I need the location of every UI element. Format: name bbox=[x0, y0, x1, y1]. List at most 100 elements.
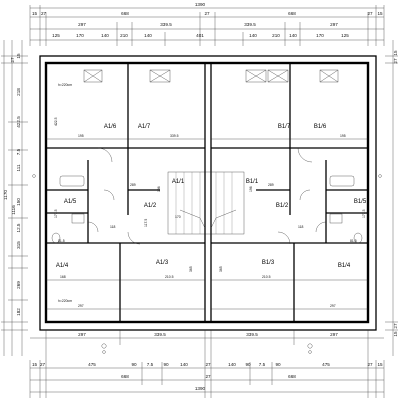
dim-b2-15-b: 15 bbox=[377, 362, 383, 367]
dim-top3-210-b: 210 bbox=[272, 33, 280, 38]
dim-top-15-left: 15 bbox=[32, 11, 38, 16]
dim-inner-1715-b: 171.5 bbox=[362, 209, 366, 218]
dim-left-218: 218 bbox=[16, 88, 21, 96]
dim-inner-118-a: 118 bbox=[110, 225, 116, 229]
dim-top3-210-a: 210 bbox=[120, 33, 128, 38]
dim-b2-140-b: 140 bbox=[228, 362, 236, 367]
room-b15: B1/5 bbox=[354, 199, 367, 205]
dim-left-27: 27 bbox=[10, 57, 15, 63]
dim-inner-365-b: 365 bbox=[219, 266, 223, 272]
dim-inner-195-b: 195 bbox=[340, 134, 346, 138]
left-dimension-lines: 1170 1116 15 27 218 422.5 7.5 111 150 12… bbox=[1, 40, 28, 356]
dim-bottom-3395-a: 339.5 bbox=[154, 332, 166, 337]
room-a11: A1/1 bbox=[172, 179, 185, 185]
dim-b2-90-a: 90 bbox=[131, 362, 137, 367]
dim-inner-1715-a: 171.5 bbox=[54, 209, 58, 218]
dim-inner-297-a: 297 bbox=[78, 304, 84, 308]
dim-b3-27: 27 bbox=[205, 374, 211, 379]
dim-b3-668-a: 668 bbox=[121, 374, 129, 379]
dim-bottom-297-a: 297 bbox=[78, 332, 86, 337]
dim-top-668-right: 668 bbox=[288, 11, 296, 16]
dim-left-269: 269 bbox=[16, 281, 21, 289]
dim-top3-170-b: 170 bbox=[316, 33, 324, 38]
dim-inner-289-a: 289 bbox=[130, 183, 136, 187]
height-note-bottom: h=220cm bbox=[58, 299, 72, 303]
dim-left-75: 7.5 bbox=[16, 148, 21, 155]
room-labels: A1/6 A1/7 B1/7 B1/6 A1/1 B1/1 A1/2 B1/2 … bbox=[56, 124, 367, 269]
dim-top3-401: 401 bbox=[196, 33, 204, 38]
dim-b2-27-b: 27 bbox=[367, 362, 373, 367]
dim-b2-90-b: 90 bbox=[163, 362, 169, 367]
dim-left-315: 315 bbox=[16, 241, 21, 249]
dim-b2-90-d: 90 bbox=[275, 362, 281, 367]
room-a16: A1/6 bbox=[104, 124, 117, 130]
dim-top-27-left: 27 bbox=[41, 11, 47, 16]
room-b17: B1/7 bbox=[278, 124, 291, 130]
dim-left-111: 111 bbox=[16, 164, 21, 171]
bathroom-fixtures bbox=[51, 175, 363, 244]
outer-walls bbox=[39, 55, 377, 331]
dim-right-27b: 27 bbox=[393, 323, 398, 329]
dim-top3-125-b: 125 bbox=[341, 33, 349, 38]
dim-top-3395-right: 339.5 bbox=[244, 22, 256, 27]
dim-top3-140-d: 140 bbox=[289, 33, 297, 38]
dim-top-297-right: 297 bbox=[330, 22, 338, 27]
right-dimension-lines: 15 27 27 15 bbox=[385, 40, 398, 356]
door-swings bbox=[87, 147, 327, 245]
dim-inner-289-b: 289 bbox=[268, 183, 274, 187]
dim-top3-140-c: 140 bbox=[249, 33, 257, 38]
dim-top-27-mid: 27 bbox=[204, 11, 210, 16]
dim-inner-118-b: 118 bbox=[298, 225, 304, 229]
dim-top-15-right: 15 bbox=[377, 11, 383, 16]
grid-axis-markers bbox=[32, 174, 382, 354]
dim-inner-170: 170 bbox=[175, 215, 181, 219]
staircase bbox=[167, 171, 245, 235]
dim-top3-170-a: 170 bbox=[76, 33, 84, 38]
dim-left-182: 182 bbox=[16, 308, 21, 316]
room-a15: A1/5 bbox=[64, 199, 77, 205]
room-a13: A1/3 bbox=[156, 260, 169, 266]
dim-right-15b: 15 bbox=[393, 331, 398, 337]
dim-inner-4225-a: 422.5 bbox=[54, 117, 58, 126]
top-dimension-lines: 1390 15 27 668 27 668 27 15 297 339.5 33… bbox=[29, 2, 385, 46]
dim-left-125: 12.5 bbox=[16, 223, 21, 232]
dim-inner-196-a: 196 bbox=[157, 186, 161, 192]
top-overall: 1390 bbox=[195, 2, 206, 7]
dim-inner-168: 168 bbox=[60, 275, 66, 279]
top-windows bbox=[83, 69, 339, 83]
dim-b2-75-a: 7.5 bbox=[147, 362, 154, 367]
dim-left-150: 150 bbox=[16, 198, 21, 206]
interior-walls bbox=[46, 63, 368, 322]
dim-inner-365-a: 365 bbox=[189, 266, 193, 272]
dim-b2-90-c: 90 bbox=[245, 362, 251, 367]
dim-inner-815-b: 81.5 bbox=[350, 239, 357, 243]
dim-inner-3395-a: 339.5 bbox=[170, 134, 179, 138]
bottom-overall: 1390 bbox=[195, 386, 206, 391]
dim-left-overall: 1170 bbox=[3, 190, 8, 200]
dim-inner-196-b: 196 bbox=[249, 186, 253, 192]
dim-inner-815-a: 81.5 bbox=[58, 239, 65, 243]
dim-left-15: 15 bbox=[16, 53, 21, 59]
dim-left-total2: 1116 bbox=[11, 205, 16, 215]
room-a12: A1/2 bbox=[144, 203, 157, 209]
bottom-dimension-lines: 297 339.5 339.5 297 15 27 475 90 7.5 90 … bbox=[29, 330, 385, 398]
dim-inner-2105-b: 210.5 bbox=[262, 275, 271, 279]
room-b12: B1/2 bbox=[276, 203, 289, 209]
dim-inner-1175: 117.5 bbox=[144, 219, 148, 227]
dim-b3-668-b: 668 bbox=[288, 374, 296, 379]
room-b11: B1/1 bbox=[246, 179, 259, 185]
inner-dimensions: 195 339.5 195 422.5 289 289 196 196 170 … bbox=[46, 83, 368, 310]
dim-right-15: 15 bbox=[393, 50, 398, 56]
room-a14: A1/4 bbox=[56, 263, 69, 269]
dim-inner-297-b: 297 bbox=[330, 304, 336, 308]
dim-inner-195-a: 195 bbox=[78, 134, 84, 138]
dim-b2-75-b: 7.5 bbox=[259, 362, 266, 367]
room-b14: B1/4 bbox=[338, 263, 351, 269]
dim-top-297-left: 297 bbox=[78, 22, 86, 27]
dim-top3-125-a: 125 bbox=[52, 33, 60, 38]
height-note-top: h=220cm bbox=[58, 83, 72, 87]
dim-bottom-297-b: 297 bbox=[330, 332, 338, 337]
dim-inner-2105-a: 210.5 bbox=[165, 275, 174, 279]
dim-b2-27-a: 27 bbox=[40, 362, 46, 367]
dim-top3-140-a: 140 bbox=[101, 33, 109, 38]
